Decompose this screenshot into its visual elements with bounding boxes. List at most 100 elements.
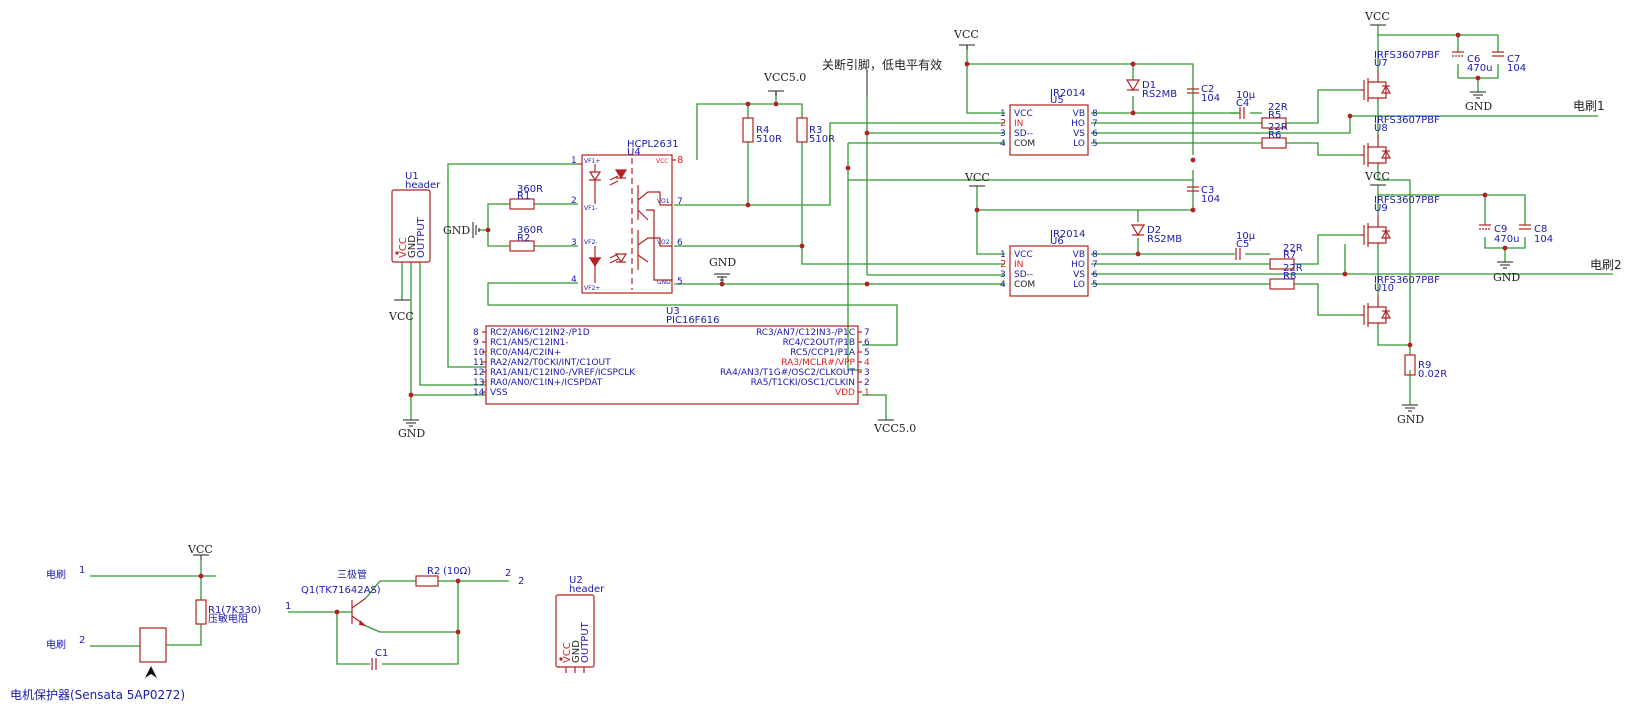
mosfet-value: IRFS3607PBF: [1374, 195, 1440, 206]
driver-pin-num: 7: [1092, 260, 1098, 270]
u3-right-pin-num: 7: [864, 328, 870, 338]
u3-right-pin-num: 2: [864, 378, 870, 388]
u3-right-pin-name: RA5/T1CKI/OSC1/CLKIN: [751, 378, 855, 388]
protector-label: 电机保护器(Sensata 5AP0272): [10, 688, 185, 702]
u6-ref: U6: [1050, 236, 1064, 247]
u1-ref: U1: [405, 171, 419, 182]
mosfet-value: IRFS3607PBF: [1374, 50, 1440, 61]
u3-right-pin-num: 3: [864, 368, 870, 378]
driver-pin-num: 1: [1000, 109, 1006, 119]
varistor-desc: 压敏电阻: [208, 612, 248, 625]
u4-pin5-name: GND: [657, 279, 671, 286]
u5-ref: U5: [1050, 95, 1064, 106]
driver-pin-num: 8: [1092, 250, 1098, 260]
driver-pin-name: VB: [1073, 250, 1085, 260]
vcc-mos-top-label: VCC: [1364, 10, 1390, 23]
r7-ref: R7: [1283, 250, 1296, 261]
u4-pin4-name: VF2+: [584, 285, 600, 292]
u3-left-pin-num: 13: [473, 378, 484, 388]
mosfet-ref: U7: [1374, 58, 1388, 69]
r7-22r: 22R R7: [1269, 243, 1303, 270]
driver-pin-num: 5: [1092, 280, 1098, 290]
driver-pin-num: 8: [1092, 109, 1098, 119]
u3-right-pin-name: RC3/AN7/C12IN3-/P1C: [756, 328, 855, 338]
vcc-u6-label: VCC: [964, 171, 990, 184]
driver-pin-name: HO: [1071, 119, 1085, 129]
gnd-c6-label: GND: [1465, 100, 1492, 113]
c9-value: 470u: [1494, 234, 1519, 245]
u2-pin-vcc: VCC: [562, 642, 573, 663]
r2-ref: R2: [517, 233, 530, 244]
r2-bottom-ref: R2: [427, 566, 440, 577]
r8-value: 22R: [1283, 263, 1303, 274]
u4-pin2-num: 2: [571, 196, 577, 206]
u3-right-pin-name: VDD: [835, 388, 855, 398]
c6-470u: C6 470u: [1452, 51, 1492, 74]
r5-value: 22R: [1268, 102, 1288, 113]
u3-left-pin-name: RC0/AN4/C2IN+: [490, 348, 561, 358]
brush-label-1: 电刷: [46, 568, 66, 581]
c3-ref: C3: [1201, 185, 1214, 196]
r5-ref: R5: [1268, 110, 1281, 121]
u4-pin7-name: VO1: [657, 198, 670, 205]
u3-ref: U3: [666, 306, 680, 317]
c6-ref: C6: [1467, 54, 1480, 65]
u3-left-pin-num: 8: [473, 328, 479, 338]
u3-right-pin-num: 1: [864, 388, 870, 398]
r1-360r: 360R R1: [509, 184, 543, 210]
gnd-opto-label: GND: [443, 224, 470, 237]
r9-value: 0.02R: [1418, 369, 1447, 380]
u2-pin-gnd: GND: [571, 640, 582, 663]
shutdown-note: 关断引脚，低电平有效: [822, 57, 942, 72]
u3-right-pin-name: RC5/CCP1/P1A: [790, 348, 856, 358]
r9-0.02r: R9 0.02R: [1404, 354, 1447, 380]
u3-left-pin-name: RA2/AN2/T0CKI/INT/C1OUT: [490, 358, 611, 368]
u4-pin6-num: 6: [677, 238, 683, 248]
d2-value: RS2MB: [1147, 234, 1182, 245]
u4-pin4-num: 4: [571, 275, 577, 285]
driver-pin-name: COM: [1014, 139, 1035, 149]
c1-label: C1: [375, 648, 388, 659]
output-brush2: 电刷2: [1590, 258, 1622, 272]
u3-value: PIC16F616: [666, 315, 720, 326]
u1-pin-output: OUTPUT: [416, 216, 427, 258]
r8-ref: R8: [1283, 271, 1296, 282]
u2-pin-output: OUTPUT: [580, 621, 591, 663]
r4-value: 510R: [756, 134, 782, 145]
u4-pin1-name: VF1+: [584, 158, 600, 165]
mosfet-value: IRFS3607PBF: [1374, 115, 1440, 126]
c4-10u: 10μ C4: [1236, 90, 1256, 119]
u3-left-pin-name: VSS: [490, 388, 508, 398]
u3-left-pin-num: 12: [473, 368, 484, 378]
d2-rs2mb: D2 RS2MB: [1130, 224, 1182, 245]
u3-left-pin-name: RA1/AN1/C12IN0-/VREF/ICSPCLK: [490, 368, 636, 378]
u3-right-pin-num: 6: [864, 338, 870, 348]
u4-pin2-name: VF1-: [584, 205, 598, 212]
d1-rs2mb: D1 RS2MB: [1125, 79, 1177, 100]
transistor-circuit: 三极管 Q1(TK71642AS) 1 R2 (10Ω) 2 2 C1: [285, 566, 524, 670]
d2-ref: D2: [1147, 225, 1161, 236]
out-pin2-num: 2: [505, 568, 511, 579]
r1-value: 360R: [517, 184, 543, 195]
u2-header: U2 header VCC GND OUTPUT: [555, 575, 605, 673]
junctions: [198, 32, 1508, 635]
u3-left-pin-name: RA0/AN0/C1IN+/ICSPDAT: [490, 378, 603, 388]
c3-value: 104: [1201, 194, 1220, 205]
c3-104: C3 104: [1187, 185, 1220, 205]
u4-optocoupler: HCPL2631 U4 1 2 3 4 VF1+ VF1- VF2- VF2+ …: [571, 139, 683, 294]
driver-pin-name: COM: [1014, 280, 1035, 290]
brush-pin-2: 2: [79, 635, 85, 646]
gnd-pin5-label: GND: [709, 256, 736, 269]
u4-ref: U4: [627, 147, 641, 158]
driver-pin-name: VCC: [1014, 250, 1033, 260]
c5-value: 10μ: [1236, 231, 1256, 242]
c2-value: 104: [1201, 93, 1220, 104]
vcc-mos-bottom-label: VCC: [1364, 170, 1390, 183]
u1-pin-vcc: VCC: [398, 237, 409, 258]
r6-ref: R6: [1268, 130, 1281, 141]
driver-pin-name: VS: [1073, 270, 1085, 280]
r6-value: 22R: [1268, 122, 1288, 133]
